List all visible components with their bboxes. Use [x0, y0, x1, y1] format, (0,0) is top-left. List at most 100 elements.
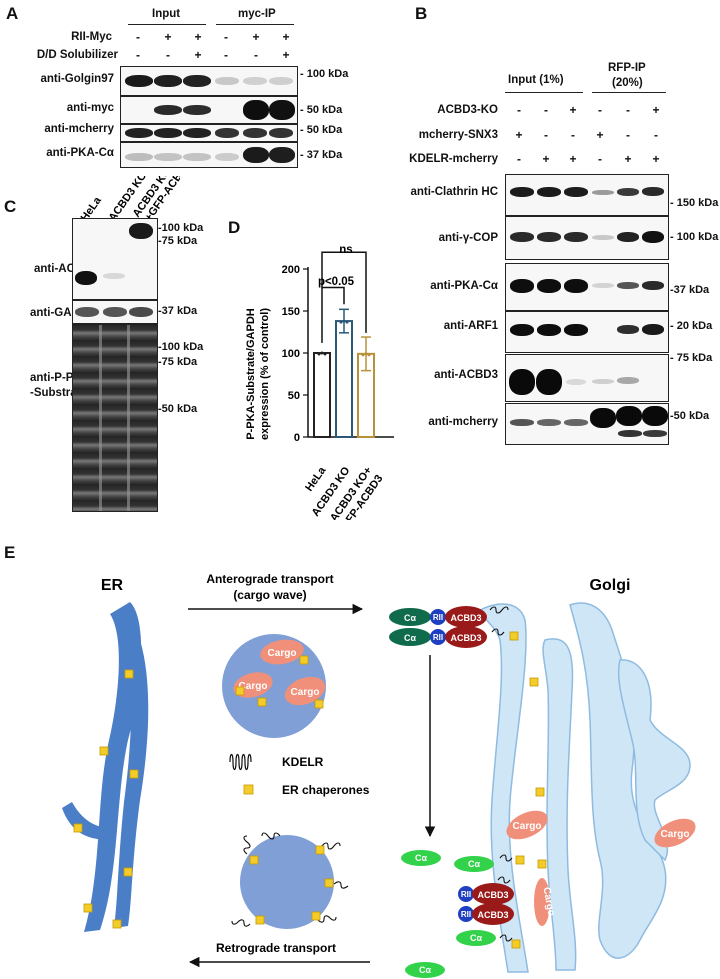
- condition-a-sign: -: [224, 48, 228, 62]
- condition-a-sign: -: [224, 30, 228, 44]
- blot-a-mcherry: [120, 124, 298, 142]
- marker-c-75a: -75 kDa: [158, 235, 198, 247]
- vesicle-chaperone: [315, 845, 325, 855]
- condition-b-sign: +: [569, 103, 577, 117]
- group-underline-input: [128, 24, 206, 25]
- golgi-label: Golgi: [590, 577, 631, 594]
- er-chaperone: [73, 823, 83, 833]
- row-label-pka-ca-b: anti-PKA-Cα: [430, 280, 498, 292]
- vesicle-chaperone: [299, 655, 309, 665]
- group-label-rfp-ip: RFP-IP: [608, 62, 646, 74]
- marker-a-100: - 100 kDa: [300, 68, 349, 80]
- row-label-gamma-cop: anti-γ-COP: [438, 232, 498, 244]
- condition-b-sign: -: [517, 103, 521, 117]
- row-label-mcherry-b: anti-mcherry: [428, 416, 498, 428]
- svg-text:ACBD3: ACBD3: [450, 633, 481, 643]
- condition-a-sign: +: [194, 48, 202, 62]
- condition-a-sign: -: [136, 30, 140, 44]
- marker-c-100b: -100 kDa: [158, 341, 204, 353]
- blot-b-arf1: [505, 311, 669, 353]
- svg-text:ACBD3: ACBD3: [450, 613, 481, 623]
- cargo-blob: Cargo: [654, 818, 696, 848]
- blot-a-myc: [120, 96, 298, 124]
- group-underline-rfp-ip: [592, 92, 666, 93]
- cargo-blob: Cargo: [260, 639, 304, 665]
- marker-a-50a: - 50 kDa: [300, 104, 343, 116]
- golgi-chaperone: [509, 631, 519, 641]
- row-label-pka-ca: anti-PKA-Cα: [46, 147, 114, 159]
- golgi-chaperone: [537, 859, 547, 869]
- legend-kdelr: KDELR: [282, 755, 324, 769]
- group-label-input: Input: [152, 8, 181, 20]
- svg-text:Cargo: Cargo: [268, 648, 297, 659]
- svg-text:Cα: Cα: [404, 633, 416, 643]
- condition-a-sign: +: [282, 30, 290, 44]
- condition-b-sign: -: [654, 128, 658, 142]
- condition-label-kdelr-mcherry: KDELR-mcherry: [409, 153, 498, 165]
- blot-c-p-pka: [72, 324, 158, 512]
- annotation-ns: ns: [339, 244, 352, 256]
- condition-b-sign: +: [569, 152, 577, 166]
- condition-b-sign: -: [598, 103, 602, 117]
- marker-c-75b: -75 kDa: [158, 356, 198, 368]
- condition-label-mcherry-snx3: mcherry-SNX3: [418, 129, 498, 141]
- marker-b-37: -37 kDa: [670, 284, 710, 296]
- golgi-kdelr-receptors: [489, 606, 513, 942]
- er-chaperone: [112, 919, 122, 929]
- svg-text:Cα: Cα: [419, 965, 431, 975]
- er-shape: [62, 602, 149, 932]
- svg-text:Cα: Cα: [404, 613, 416, 623]
- cargo-blob: Cargo: [534, 878, 556, 926]
- diagram-e: ER Anterograde transport (cargo wave) Ca…: [62, 572, 696, 978]
- blot-b-mcherry: [505, 403, 669, 445]
- row-label-arf1: anti-ARF1: [443, 320, 498, 332]
- condition-b-sign: +: [652, 152, 660, 166]
- retrograde-vesicle: [240, 835, 334, 929]
- y-axis-label-1: P-PKA-Substrate/GAPDH: [245, 308, 257, 439]
- er-chaperone: [83, 903, 93, 913]
- data-point-1: [339, 320, 343, 324]
- condition-a-sign: -: [166, 48, 170, 62]
- rii-acbd3-bottom: RII RII ACBD3 ACBD3: [458, 883, 514, 925]
- svg-text:Cα: Cα: [415, 853, 427, 863]
- bracket-ns: [321, 251, 367, 333]
- data-point-1: [345, 320, 349, 324]
- golgi-chaperone: [511, 939, 521, 949]
- er-chaperone: [129, 769, 139, 779]
- svg-text:RII: RII: [461, 910, 471, 919]
- blot-b-gamma-cop: [505, 216, 669, 260]
- data-point-0: [323, 352, 327, 356]
- marker-b-75: - 75 kDa: [670, 352, 713, 364]
- vesicle-chaperone: [235, 686, 245, 696]
- svg-text:RII: RII: [461, 890, 471, 899]
- condition-a-sign: +: [282, 48, 290, 62]
- condition-a-sign: -: [136, 48, 140, 62]
- condition-label-dd-solubilizer: D/D Solubilizer: [36, 49, 118, 61]
- condition-a-sign: +: [194, 30, 202, 44]
- condition-b-sign: +: [596, 128, 604, 142]
- condition-b-sign: -: [517, 152, 521, 166]
- y-axis-label-2: expression (% of control): [259, 308, 271, 440]
- svg-text:Cargo: Cargo: [541, 886, 557, 916]
- golgi-chaperone: [515, 855, 525, 865]
- group-label-myc-ip: myc-IP: [238, 8, 276, 20]
- row-label-myc: anti-myc: [66, 102, 114, 114]
- svg-text:ACBD3: ACBD3: [477, 910, 508, 920]
- cargo-blob: Cargo: [284, 676, 326, 706]
- condition-a-sign: +: [252, 30, 260, 44]
- svg-text:Cα: Cα: [468, 859, 480, 869]
- legend-chaperones: ER chaperones: [282, 783, 370, 797]
- condition-label-rii-myc: RII-Myc: [71, 31, 112, 43]
- condition-b-sign: -: [544, 103, 548, 117]
- y-tick-label: 100: [282, 348, 300, 360]
- row-label-clathrin: anti-Clathrin HC: [410, 186, 498, 198]
- free-ca-bottom: Cα Cα Cα Cα: [401, 850, 496, 978]
- annotation-p: p<0.05: [318, 276, 355, 288]
- svg-text:Cargo: Cargo: [239, 681, 268, 692]
- er-chaperone: [124, 669, 134, 679]
- chaperone-legend-icon: [243, 784, 254, 795]
- bar-0: [313, 352, 331, 438]
- condition-b-sign: -: [571, 128, 575, 142]
- pka-complex-top: Cα Cα RII RII ACBD3 ACBD3: [389, 606, 487, 648]
